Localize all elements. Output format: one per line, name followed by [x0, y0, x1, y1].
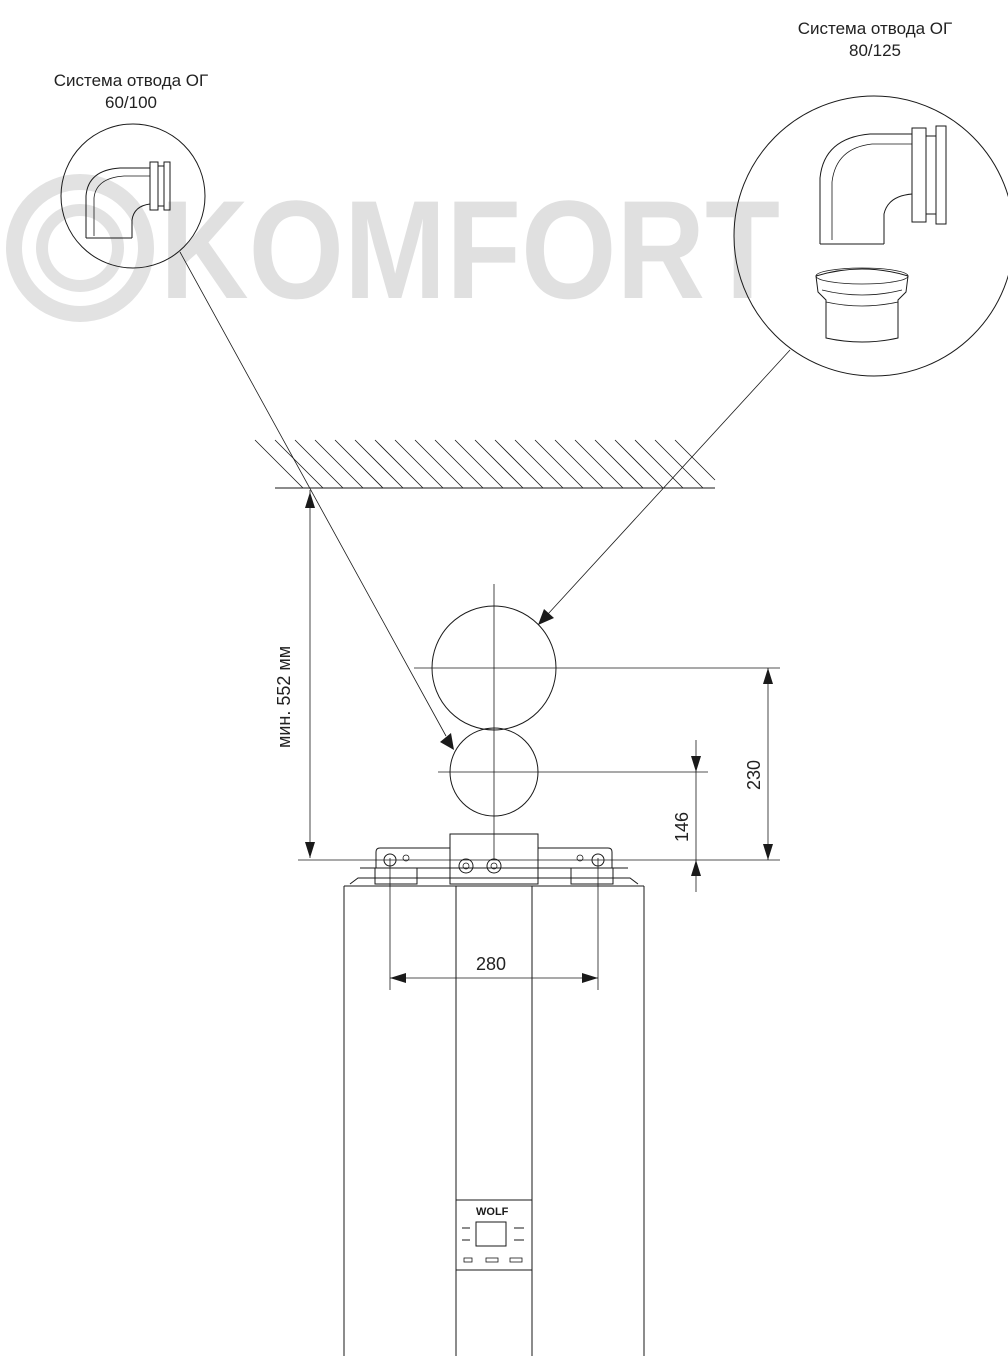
callout-label-80-125: Система отвода ОГ 80/125: [760, 18, 990, 62]
adapter-80-125-icon: [815, 267, 909, 343]
arrow-large-icon: [538, 609, 554, 625]
flue-circle-60-100: [438, 727, 708, 817]
control-buttons-icon: [462, 1227, 524, 1263]
ceiling-hatch: [254, 439, 716, 489]
callout-label-60-100-line1: Система отвода ОГ: [53, 71, 209, 90]
elbow-80-125-icon: [819, 125, 947, 245]
display-screen: [475, 1221, 507, 1247]
flue-circle-80-125: [414, 584, 780, 860]
dim-230-label: 230: [744, 760, 764, 790]
boiler-body: [343, 886, 645, 1356]
boiler-top: [344, 833, 644, 887]
arrow-small-icon: [440, 733, 454, 750]
callout-label-60-100: Система отвода ОГ 60/100: [16, 70, 246, 114]
dimension-230: 230: [744, 668, 773, 860]
callout-circle-60-100: [60, 123, 206, 269]
dimension-min-height: мин. 552 мм: [274, 490, 780, 861]
control-panel: WOLF: [455, 1199, 533, 1271]
dim-280-label: 280: [476, 954, 506, 974]
leader-lines: [179, 251, 791, 750]
elbow-60-100-icon: [85, 161, 171, 239]
callout-label-80-125-line2: 80/125: [849, 41, 901, 60]
dim-146-label: 146: [672, 812, 692, 842]
callout-label-80-125-line1: Система отвода ОГ: [797, 19, 953, 38]
watermark: KOMFORT: [6, 171, 780, 328]
min-height-label: мин. 552 мм: [274, 646, 294, 748]
callout-label-60-100-line2: 60/100: [105, 93, 157, 112]
dimension-280: 280: [389, 858, 599, 990]
callout-circle-80-125: [733, 95, 1008, 377]
brand-logo: WOLF: [476, 1206, 509, 1218]
dimension-146: 146: [672, 740, 701, 892]
watermark-text: KOMFORT: [160, 171, 780, 328]
